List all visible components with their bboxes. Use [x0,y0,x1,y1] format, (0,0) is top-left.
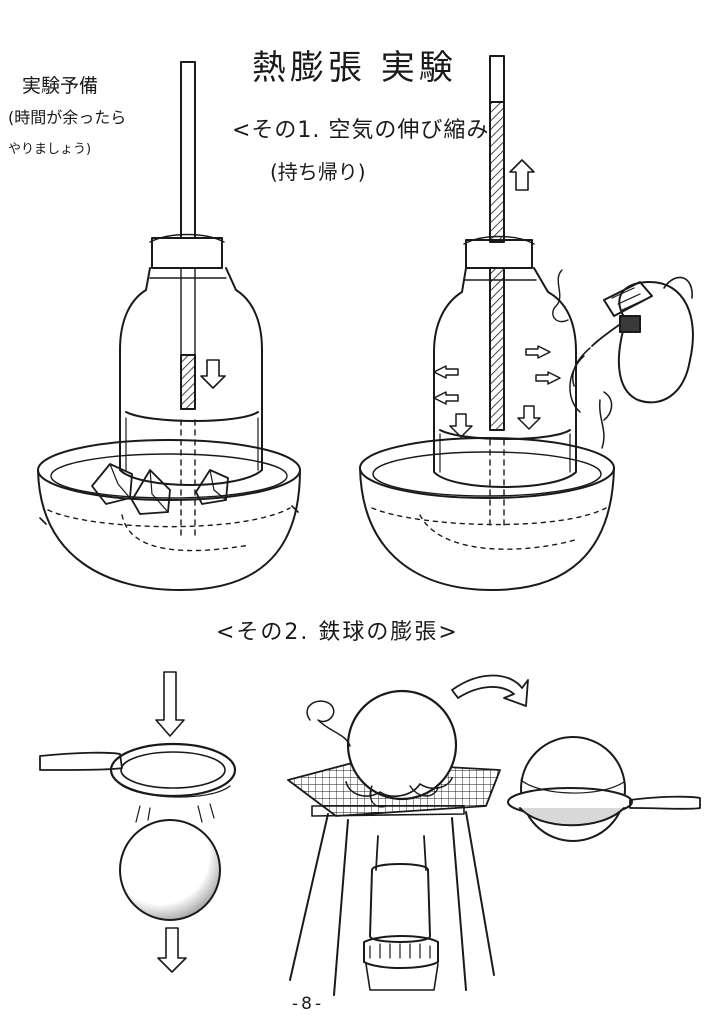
ice-cubes-icon [91,463,229,515]
curved-arrow-icon [451,674,529,707]
down-arrow-icon [517,405,541,430]
down-arrow-icon [200,359,226,389]
iron-ball-icon [346,689,458,801]
water-bowl-icon [359,467,615,591]
page-number: -8- [292,994,325,1014]
metal-ring-spoon-icon [39,742,237,798]
bottle-with-straw-icon [433,55,577,529]
iron-ball-icon [119,819,221,921]
kettle-icon [591,276,694,404]
experiment-1-heading: <その1. 空気の伸び縮み [232,118,490,143]
prep-note: 実験予備 (時間が余ったら やりましょう) [8,70,126,166]
down-arrow-icon [155,671,185,737]
prep-note-line: (時間が余ったら [8,108,127,127]
down-arrow-icon [157,927,187,973]
bottle-hot-setup [359,55,694,591]
ball-left-setup [39,671,237,973]
ball-heating-setup [287,689,501,996]
bottle-cold-setup [37,61,301,591]
experiment-1-note: (持ち帰り) [270,160,366,184]
page-title: 熱膨張 実験 [252,48,457,88]
bottle-with-straw-icon [119,61,263,536]
experiment-2-heading: <その2. 鉄球の膨張> [216,620,459,645]
metal-ring-spoon-icon [507,787,701,827]
up-arrow-icon [509,159,535,191]
ball-right-setup [451,674,701,842]
water-bowl-icon [37,469,301,591]
down-arrow-icon [449,413,473,438]
prep-note-line: やりましょう) [8,142,92,157]
prep-note-line: 実験予備 [22,75,99,97]
